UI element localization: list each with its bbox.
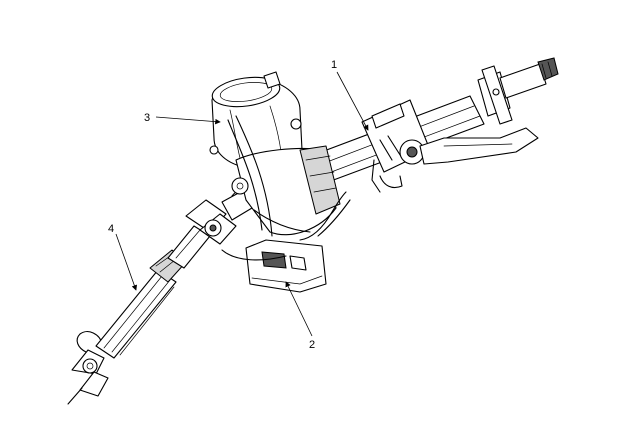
tilt-lever-assembly bbox=[361, 99, 539, 193]
callout-3: 3 bbox=[144, 112, 150, 124]
steering-column-tube bbox=[299, 57, 559, 189]
eps-motor bbox=[209, 71, 341, 237]
eps-control-unit bbox=[221, 191, 351, 293]
callout-4: 4 bbox=[108, 223, 114, 235]
callout-2: 2 bbox=[309, 339, 315, 351]
callout-leaders bbox=[115, 71, 369, 337]
intermediate-shaft bbox=[67, 189, 253, 405]
callout-1: 1 bbox=[331, 59, 337, 71]
